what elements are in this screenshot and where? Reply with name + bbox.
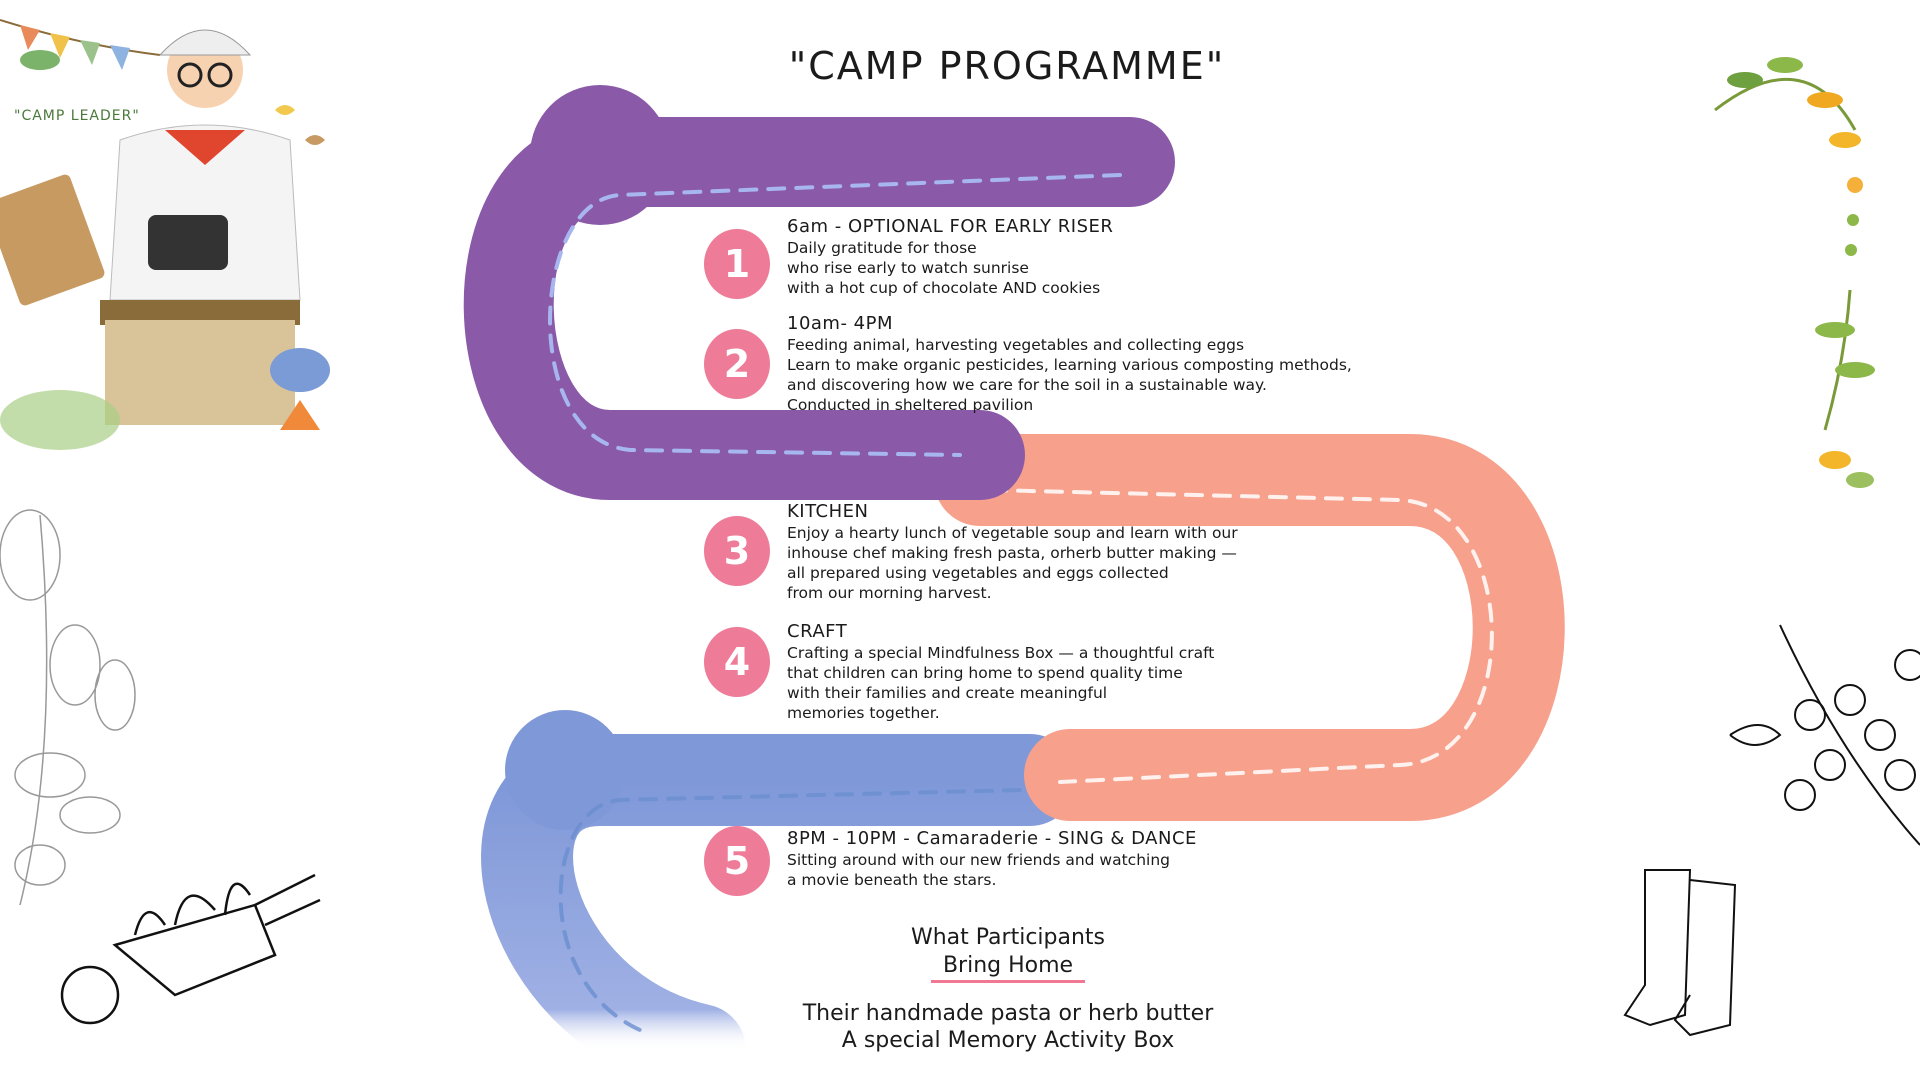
floral-sketch-left <box>0 509 136 906</box>
bring-home-line2: Bring Home <box>930 952 1086 983</box>
takeaway-item: A special Memory Activity Box <box>841 1028 1175 1053</box>
item-body-line: all prepared using vegetables and eggs c… <box>787 564 1169 582</box>
camp-leader-illustration <box>0 19 330 450</box>
item-body-line: that children can bring home to spend qu… <box>787 664 1183 682</box>
wheelbarrow-sketch <box>60 873 321 1025</box>
item-heading: CRAFT <box>787 621 848 642</box>
step-badge-4: 4 <box>704 627 770 697</box>
item-body-line: Conducted in sheltered pavilion <box>787 396 1034 414</box>
item-body-line: Feeding animal, harvesting vegetables an… <box>787 336 1245 354</box>
item-body-line: Learn to make organic pesticides, learni… <box>787 356 1352 374</box>
page-title: "CAMP PROGRAMME" <box>788 44 1226 88</box>
item-body-line: Daily gratitude for those <box>787 239 977 257</box>
rain-boots-sketch <box>1623 869 1737 1037</box>
purple-path-segment <box>463 85 1175 500</box>
item-body-line: with a hot cup of chocolate AND cookies <box>787 279 1101 297</box>
item-body-line: inhouse chef making fresh pasta, orherb … <box>787 544 1237 562</box>
item-heading: KITCHEN <box>787 501 869 522</box>
blue-path-segment <box>481 710 1076 1080</box>
bring-home-line1: What Participants <box>910 925 1106 950</box>
programme-item-4: CRAFT Crafting a special Mindfulness Box… <box>787 621 1214 723</box>
item-body-line: Enjoy a hearty lunch of vegetable soup a… <box>787 524 1238 542</box>
step-badge-5: 5 <box>704 826 770 896</box>
step-badge-3: 3 <box>704 516 770 586</box>
item-body-line: with their families and create meaningfu… <box>787 684 1108 702</box>
item-body-line: memories together. <box>787 704 940 722</box>
step-badge-1: 1 <box>704 229 770 299</box>
leaf-garland-right <box>1714 57 1875 488</box>
item-heading: 6am - OPTIONAL FOR EARLY RISER <box>787 216 1114 237</box>
step-badge-2: 2 <box>704 329 770 399</box>
bring-home-heading: What Participants Bring Home <box>0 924 1920 983</box>
item-heading: 8PM - 10PM - Camaraderie - SING & DANCE <box>787 828 1197 849</box>
programme-item-5: 8PM - 10PM - Camaraderie - SING & DANCE … <box>787 828 1197 890</box>
item-body-line: Crafting a special Mindfulness Box — a t… <box>787 644 1215 662</box>
programme-item-2: 10am- 4PM Feeding animal, harvesting veg… <box>787 313 1352 415</box>
item-body-line: Sitting around with our new friends and … <box>787 851 1170 869</box>
item-body-line: from our morning harvest. <box>787 584 992 602</box>
berry-branch-sketch <box>1729 624 1920 846</box>
takeaway-item: Their handmade pasta or herb butter <box>802 1001 1214 1026</box>
item-body-line: and discovering how we care for the soil… <box>787 376 1267 394</box>
programme-item-3: KITCHEN Enjoy a hearty lunch of vegetabl… <box>787 501 1238 603</box>
programme-item-1: 6am - OPTIONAL FOR EARLY RISER Daily gra… <box>787 216 1113 298</box>
camp-leader-label: "CAMP LEADER" <box>14 108 140 124</box>
salmon-path-segment <box>934 434 1565 821</box>
takeaway-list: Their handmade pasta or herb butter A sp… <box>0 1000 1920 1054</box>
item-body-line: a movie beneath the stars. <box>787 871 997 889</box>
item-heading: 10am- 4PM <box>787 313 894 334</box>
item-body-line: who rise early to watch sunrise <box>787 259 1029 277</box>
